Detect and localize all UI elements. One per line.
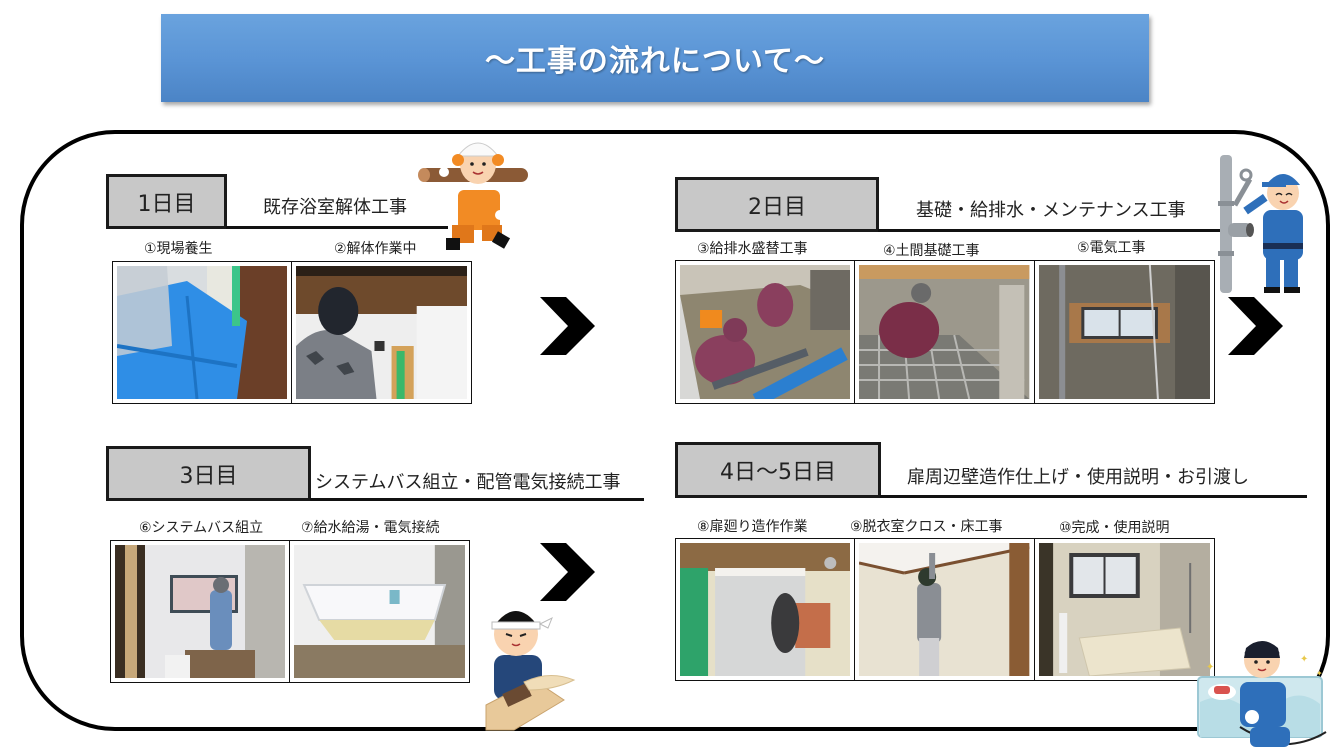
photo-caption: ④土間基礎工事 — [883, 243, 980, 259]
day-3-photo-strip — [110, 540, 470, 683]
day-3-label-box: 3日目 — [106, 446, 311, 501]
photo-plumbing — [680, 265, 851, 399]
photo-cell — [113, 262, 292, 403]
svg-text:✦: ✦ — [1206, 662, 1214, 673]
day-1-title: 既存浴室解体工事 — [263, 197, 407, 218]
worker-carrying-log-illustration — [418, 142, 528, 250]
day-2-title: 基礎・給排水・メンテナンス工事 — [916, 200, 1186, 221]
photo-cell — [676, 261, 856, 403]
photo-door-frame-work — [680, 543, 851, 676]
photo-cell — [855, 261, 1035, 403]
svg-text:✦: ✦ — [1316, 669, 1323, 678]
photo-caption: ⑧扉廻り造作作業 — [697, 519, 808, 535]
photo-water-connection — [294, 545, 465, 678]
photo-foundation — [859, 265, 1030, 399]
photo-cell — [290, 541, 469, 682]
photo-site-protection — [117, 266, 287, 399]
photo-cell — [676, 539, 856, 680]
page-title: ～工事の流れについて～ — [484, 44, 826, 79]
day-2-photo-strip — [675, 260, 1215, 404]
day-3-underline — [310, 498, 644, 501]
photo-caption: ③給排水盛替工事 — [697, 241, 808, 257]
photo-cell — [1035, 261, 1214, 403]
photo-caption: ⑨脱衣室クロス・床工事 — [850, 519, 1003, 535]
day-2-label: 2日目 — [748, 194, 806, 220]
day-4-5-label: 4日～5日目 — [720, 460, 836, 485]
photo-demolition — [296, 266, 467, 399]
svg-text:✦: ✦ — [1300, 654, 1308, 665]
photo-cell — [1035, 539, 1214, 680]
day-2-label-box: 2日目 — [675, 177, 879, 232]
day-1-label-box: 1日目 — [106, 174, 227, 229]
day-4-5-underline — [880, 495, 1307, 498]
photo-caption: ⑦給水給湯・電気接続 — [301, 520, 440, 536]
photo-system-bath-assembly — [115, 545, 285, 678]
process-frame — [20, 130, 1330, 731]
photo-electrical — [1038, 265, 1210, 399]
photo-caption: ⑤電気工事 — [1077, 240, 1146, 256]
photo-completed-bath — [1038, 543, 1210, 676]
day-1-label: 1日目 — [137, 191, 196, 217]
plumber-with-wrench-illustration — [1218, 155, 1303, 293]
day-3-title: システムバス組立・配管電気接続工事 — [315, 472, 621, 493]
chevron-right-icon — [540, 543, 595, 601]
page-title-banner: ～工事の流れについて～ — [161, 14, 1149, 102]
day-3-label: 3日目 — [179, 463, 238, 489]
day-2-underline — [878, 229, 1228, 232]
day-1-underline — [226, 226, 448, 229]
carpenter-planing-wood-illustration — [485, 611, 576, 731]
worker-cleaning-bathtub-illustration: ✦ ✦ ✦ — [1197, 641, 1327, 747]
chevron-right-icon — [1228, 297, 1283, 355]
photo-caption: ①現場養生 — [144, 241, 213, 257]
photo-wallpaper-floor — [859, 543, 1030, 676]
photo-caption: ②解体作業中 — [334, 241, 417, 257]
day-4-5-label-box: 4日～5日目 — [675, 442, 881, 498]
day-1-photo-strip — [112, 261, 472, 404]
chevron-right-icon — [540, 297, 595, 355]
day-4-5-photo-strip — [675, 538, 1215, 681]
photo-caption: ⑥システムバス組立 — [139, 520, 264, 536]
photo-cell — [292, 262, 471, 403]
photo-cell — [855, 539, 1035, 680]
day-4-5-title: 扉周辺壁造作仕上げ・使用説明・お引渡し — [907, 467, 1249, 488]
photo-cell — [111, 541, 290, 682]
photo-caption: ⑩完成・使用説明 — [1059, 520, 1170, 536]
